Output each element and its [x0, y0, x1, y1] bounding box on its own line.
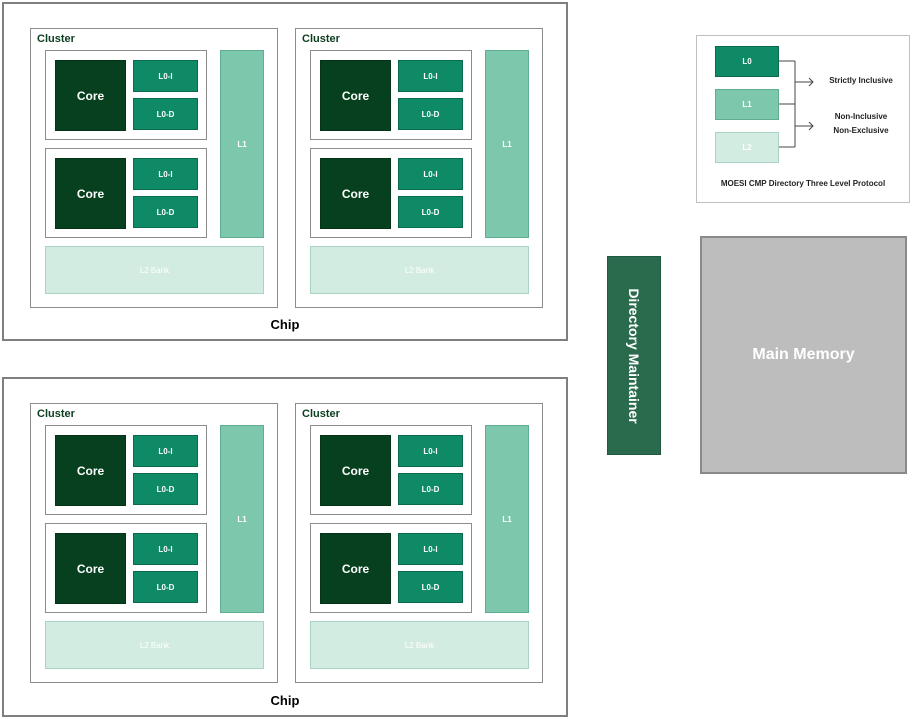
core: Core — [55, 435, 126, 506]
legend-l0-swatch: L0 — [715, 46, 779, 77]
legend-l2-swatch: L2 — [715, 132, 779, 163]
directory-maintainer: Directory Maintainer — [607, 256, 661, 455]
core-group: Core L0-I L0-D — [310, 523, 472, 613]
l1-cache: L1 — [220, 425, 264, 613]
l1-cache: L1 — [485, 425, 529, 613]
directory-maintainer-label: Directory Maintainer — [626, 287, 642, 424]
l0-d-cache: L0-D — [398, 196, 463, 228]
core-group: Core L0-I L0-D — [310, 425, 472, 515]
main-memory: Main Memory — [700, 236, 907, 474]
l2-bank: L2 Bank — [45, 246, 264, 294]
cluster: Cluster Core L0-I L0-D Core L0-I L0-D L1… — [295, 403, 543, 683]
chip-2: Chip Cluster Core L0-I L0-D Core L0-I L0… — [2, 377, 568, 717]
core: Core — [55, 533, 126, 604]
chip-label: Chip — [270, 693, 300, 708]
l0-i-cache: L0-I — [133, 435, 198, 467]
l0-i-cache: L0-I — [398, 435, 463, 467]
core: Core — [320, 60, 391, 131]
legend-caption: MOESI CMP Directory Three Level Protocol — [720, 179, 886, 188]
core-group: Core L0-I L0-D — [45, 523, 207, 613]
l0-d-cache: L0-D — [133, 196, 198, 228]
cluster: Cluster Core L0-I L0-D Core L0-I L0-D L1… — [30, 28, 278, 308]
legend-l1-swatch: L1 — [715, 89, 779, 120]
l0-d-cache: L0-D — [398, 571, 463, 603]
l0-d-cache: L0-D — [398, 473, 463, 505]
l0-i-cache: L0-I — [133, 60, 198, 92]
legend: L0 L1 L2 Strictly Inclusive Non-Inclusiv… — [696, 35, 910, 203]
l0-d-cache: L0-D — [133, 571, 198, 603]
legend-strictly-inclusive: Strictly Inclusive — [829, 76, 893, 85]
core-group: Core L0-I L0-D — [310, 148, 472, 238]
l0-i-cache: L0-I — [133, 158, 198, 190]
chip-label: Chip — [270, 317, 300, 332]
cluster: Cluster Core L0-I L0-D Core L0-I L0-D L1… — [295, 28, 543, 308]
l2-bank: L2 Bank — [310, 621, 529, 669]
l0-d-cache: L0-D — [133, 473, 198, 505]
core-group: Core L0-I L0-D — [45, 50, 207, 140]
l2-bank: L2 Bank — [45, 621, 264, 669]
l0-i-cache: L0-I — [133, 533, 198, 565]
core: Core — [320, 435, 391, 506]
l1-cache: L1 — [485, 50, 529, 238]
core-group: Core L0-I L0-D — [45, 148, 207, 238]
l0-i-cache: L0-I — [398, 533, 463, 565]
core: Core — [55, 60, 126, 131]
legend-bracket-connectors — [779, 60, 814, 148]
l0-d-cache: L0-D — [398, 98, 463, 130]
l2-bank: L2 Bank — [310, 246, 529, 294]
l1-cache: L1 — [220, 50, 264, 238]
l0-i-cache: L0-I — [398, 158, 463, 190]
core-group: Core L0-I L0-D — [310, 50, 472, 140]
core-group: Core L0-I L0-D — [45, 425, 207, 515]
core: Core — [320, 158, 391, 229]
cluster-label: Cluster — [37, 33, 75, 45]
cluster-label: Cluster — [302, 408, 340, 420]
l0-d-cache: L0-D — [133, 98, 198, 130]
chip-1: Chip Cluster Core L0-I L0-D Core L0-I L0… — [2, 2, 568, 341]
core: Core — [320, 533, 391, 604]
cluster-label: Cluster — [302, 33, 340, 45]
legend-non-inclusive: Non-Inclusive — [834, 112, 888, 121]
legend-non-exclusive: Non-Exclusive — [833, 126, 889, 135]
cluster: Cluster Core L0-I L0-D Core L0-I L0-D L1… — [30, 403, 278, 683]
core: Core — [55, 158, 126, 229]
l0-i-cache: L0-I — [398, 60, 463, 92]
cluster-label: Cluster — [37, 408, 75, 420]
